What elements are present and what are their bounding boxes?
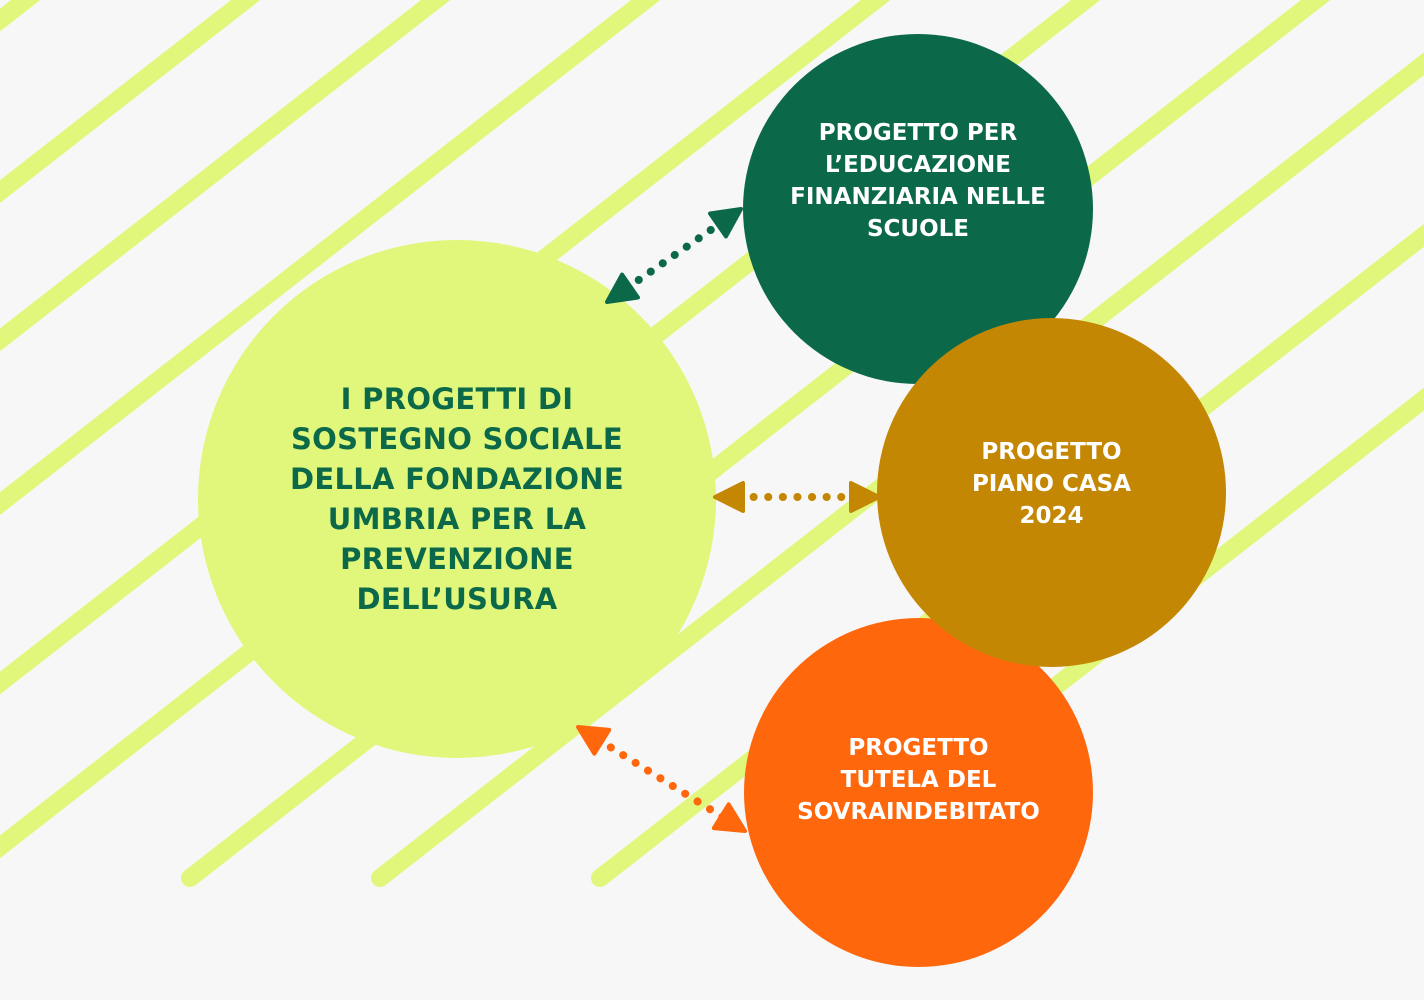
arrow-casa-head-end: [849, 481, 881, 513]
arrow-tutela-head-start: [576, 725, 612, 756]
center-circle: I PROGETTI DI SOSTEGNO SOCIALE DELLA FON…: [198, 240, 716, 758]
arrow-tutela-head-end: [711, 802, 747, 833]
arrow-education: [622, 218, 726, 293]
background-stripe: [0, 0, 261, 204]
arrow-casa-head-start: [713, 481, 745, 513]
project-label-education: PROGETTO PER L’EDUCAZIONE FINANZIARIA NE…: [790, 120, 1046, 242]
project-circle-tutela: PROGETTO TUTELA DEL SOVRAINDEBITATO: [744, 618, 1093, 967]
center-circle-label: I PROGETTI DI SOSTEGNO SOCIALE DELLA FON…: [290, 382, 624, 616]
background-stripe: [0, 0, 451, 352]
arrow-education-line: [622, 218, 726, 293]
project-circle-casa: PROGETTO PIANO CASA 2024: [877, 318, 1226, 667]
arrow-education-head-end: [708, 207, 743, 239]
project-label-tutela: PROGETTO TUTELA DEL SOVRAINDEBITATO: [797, 734, 1040, 825]
arrow-tutela: [594, 735, 729, 823]
background-stripe: [0, 0, 661, 516]
project-label-casa: PROGETTO PIANO CASA 2024: [971, 438, 1132, 529]
arrow-education-head-start: [605, 272, 640, 304]
arrow-tutela-line: [594, 735, 729, 823]
